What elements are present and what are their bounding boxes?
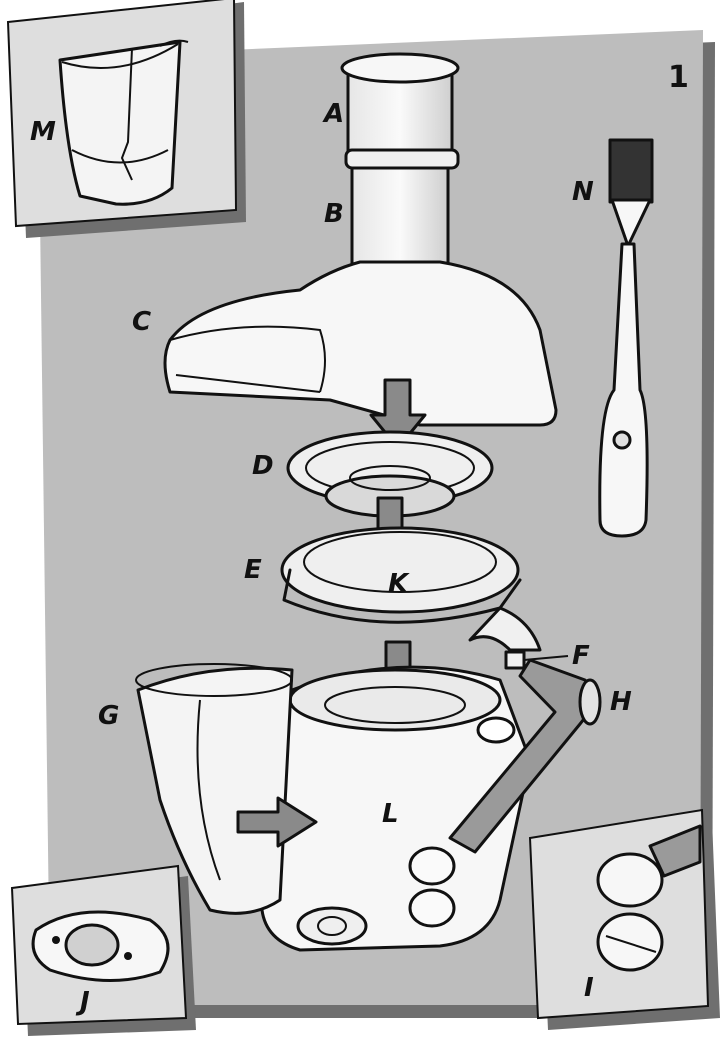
label-c: C [132,307,151,337]
power-switch-j [33,912,168,981]
figure-number: 1 [668,60,689,95]
label-m: M [30,117,56,147]
label-k: K [388,569,410,599]
label-h: H [610,687,632,717]
label-f: F [572,641,590,671]
label-a: A [322,99,344,129]
label-e: E [244,555,262,585]
label-g: G [98,701,119,731]
label-b: B [324,199,344,229]
label-n: N [572,177,594,207]
label-l: L [382,799,399,829]
juice-jug-m [60,41,188,205]
inset-i-panel: I [530,810,720,1030]
inset-j-panel: J [12,866,196,1036]
label-i: I [584,973,594,1003]
food-pusher [342,54,458,288]
inset-m-panel: M [8,0,246,238]
label-d: D [252,451,274,481]
